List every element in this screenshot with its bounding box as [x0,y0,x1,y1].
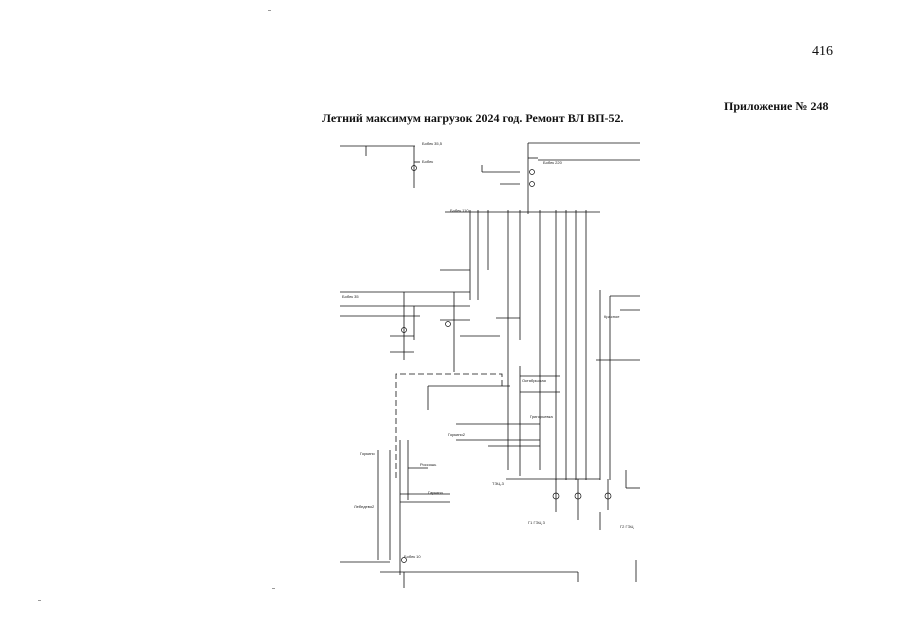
appendix-label: Приложение № 248 [724,99,829,113]
label-grigor: Григорьевка [530,414,553,419]
page-number: 416 [812,44,833,59]
label-top-node: Бобек 35,5 [422,141,443,146]
transformer-symbols [401,165,612,563]
label-g1: Г1 ГЭЦ 3 [528,520,546,525]
label-oktyabr: Октябрьская [522,378,546,383]
scan-speck [272,588,275,589]
label-gorkino2: Горкино2 [448,432,466,437]
label-lebedevo: Лебедево2 [354,504,375,509]
scan-speck [38,600,41,601]
label-krasn: Красное [604,314,620,319]
document-title: Летний максимум нагрузок 2024 год. Ремон… [322,111,624,125]
label-garkino: Гаркино [428,490,444,495]
label-rossosh: Россошь [420,462,436,467]
label-node-mid: Бобек 110 [450,208,469,213]
label-tgu: ТЭЦ-3 [492,481,505,486]
label-node-left: Бобек 35 [342,294,359,299]
label-top-left: Бобек [422,159,433,164]
scan-speck [268,10,271,11]
label-bottom-node: Бобек 10 [404,554,421,559]
scheme-labels: Бобек 35,5 Бобек Бобек 220 Бобек 110 Боб… [342,141,634,559]
label-g2: Г2 ГЭЦ [620,524,634,529]
label-gorkino: Горкино [360,451,376,456]
label-right-top-node: Бобек 220 [543,160,563,165]
grid-lines [340,142,640,588]
